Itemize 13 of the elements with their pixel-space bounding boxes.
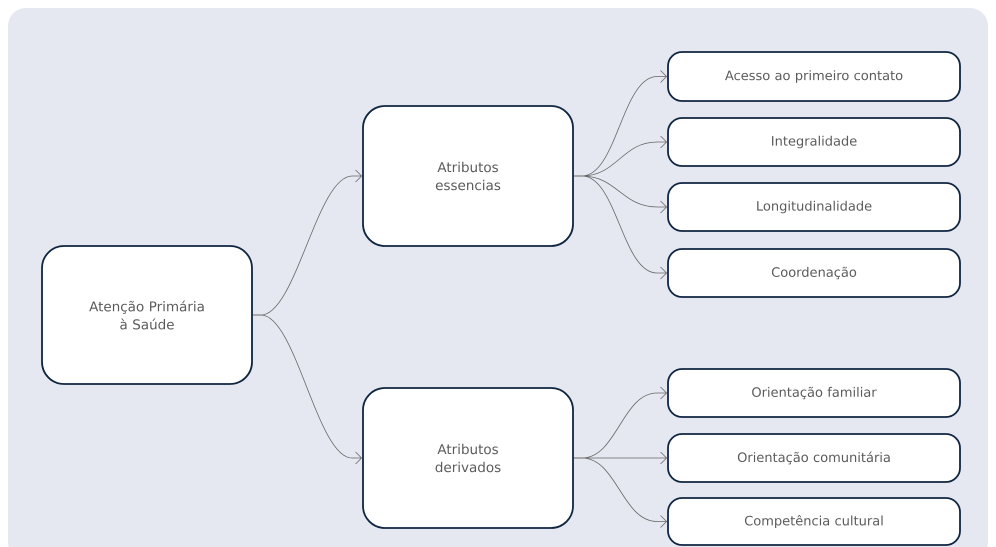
arrow [574, 458, 668, 528]
process-box: Integralidade [667, 117, 961, 167]
process-box: Atributos derivados [362, 387, 574, 529]
process-box: Orientação comunitária [667, 433, 961, 483]
process-box: Atenção Primária à Saúde [41, 245, 253, 385]
arrow [574, 176, 668, 280]
process-box: Atributos essencias [362, 105, 574, 247]
process-box: Longitudinalidade [667, 182, 961, 232]
process-box: Coordenação [667, 248, 961, 298]
process-box: Orientação familiar [667, 368, 961, 418]
process-box: Acesso ao primeiro contato [667, 51, 961, 102]
arrow [252, 314, 362, 464]
process-box: Competência cultural [667, 497, 961, 546]
